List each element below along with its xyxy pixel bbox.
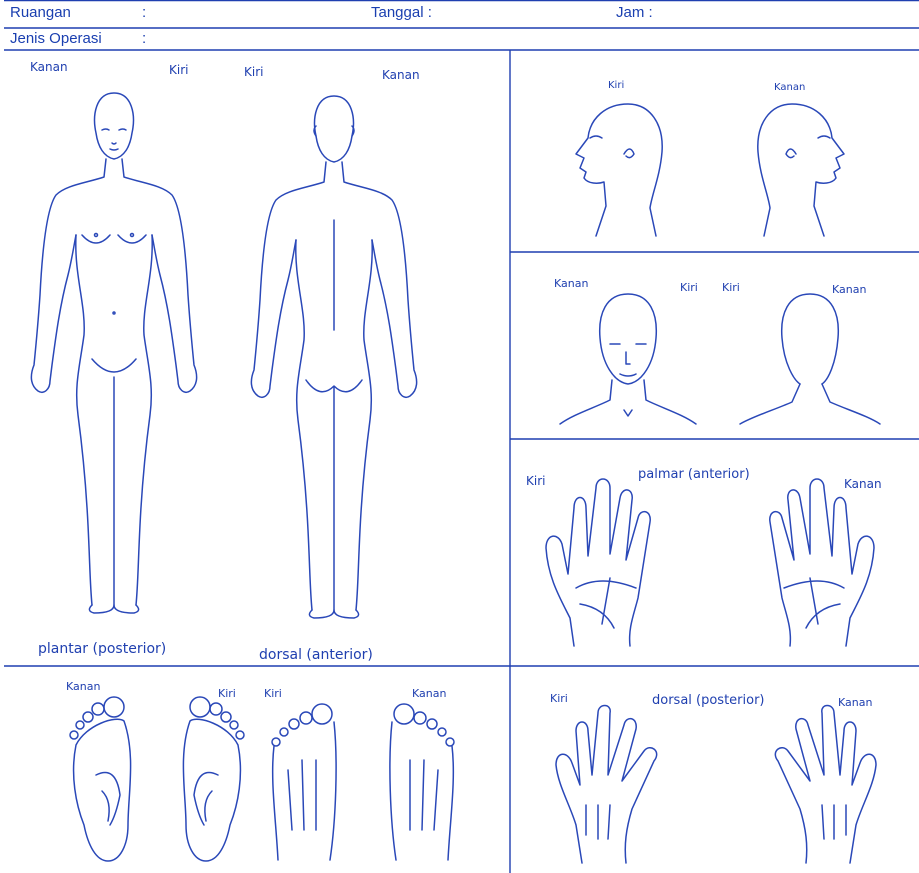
- foot-dorsal-right-figure: [382, 700, 462, 870]
- foot-label-3: Kiri: [264, 687, 282, 700]
- body-back-left-label: Kiri: [244, 65, 263, 79]
- head-profile-right-figure: [744, 98, 854, 238]
- palm-right-figure: [750, 478, 880, 658]
- ruangan-separator: :: [142, 3, 146, 23]
- foot-plantar-left-figure: [180, 695, 260, 865]
- body-front-figure: [16, 85, 216, 625]
- body-front-left-label: Kiri: [169, 63, 188, 77]
- jenis-operasi-field[interactable]: [154, 29, 854, 49]
- head-back-figure: [734, 290, 884, 430]
- tanggal-label: Tanggal :: [371, 3, 432, 23]
- foot-label-1: Kanan: [66, 680, 100, 693]
- foot-label-4: Kanan: [412, 687, 446, 700]
- jenis-operasi-label: Jenis Operasi: [10, 29, 102, 49]
- hand-dorsal-left-figure: [552, 705, 672, 865]
- tanggal-field[interactable]: [444, 2, 604, 24]
- foot-dorsal-left-figure: [268, 700, 348, 870]
- body-back-figure: [236, 90, 436, 630]
- body-back-right-label: Kanan: [382, 68, 420, 82]
- hand-dorsal-left-label: Kiri: [550, 692, 568, 705]
- palm-left-figure: [540, 478, 670, 658]
- jam-label: Jam :: [616, 3, 653, 23]
- jenis-operasi-separator: :: [142, 29, 146, 49]
- head-profile-left-label: Kiri: [608, 80, 624, 91]
- head-front-figure: [554, 290, 704, 430]
- body-front-right-label: Kanan: [30, 60, 68, 74]
- hand-dorsal-right-figure: [760, 705, 880, 865]
- body-back-caption: dorsal (anterior): [259, 647, 373, 663]
- ruangan-field[interactable]: [154, 2, 354, 24]
- head-front-right-label: Kanan: [554, 277, 588, 290]
- body-diagram-form: Ruangan : Tanggal : Jam : Jenis Operasi …: [4, 0, 919, 873]
- foot-plantar-right-figure: [66, 695, 146, 865]
- head-profile-right-label: Kanan: [774, 82, 805, 93]
- ruangan-label: Ruangan: [10, 3, 71, 23]
- body-front-caption: plantar (posterior): [38, 641, 166, 657]
- head-profile-left-figure: [566, 98, 676, 238]
- jam-field[interactable]: [659, 2, 839, 24]
